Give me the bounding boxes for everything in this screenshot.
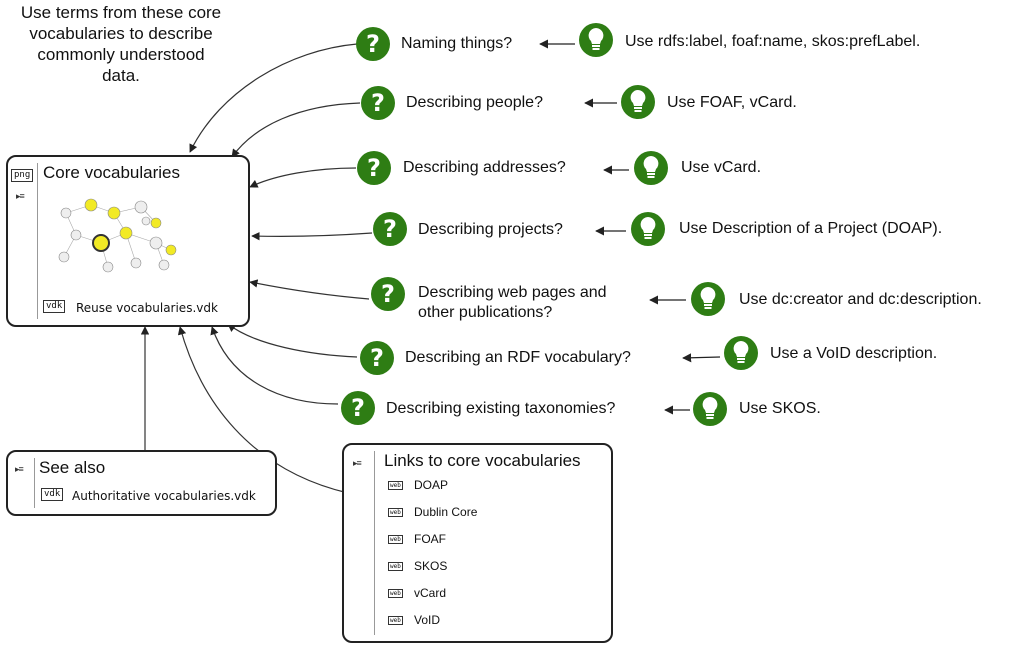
divider [37, 163, 38, 319]
web-link-icon: web [388, 481, 403, 490]
core-vocabularies-box[interactable]: png ▸≡ Core vocabularies vdk Reuse vocab… [6, 155, 250, 327]
lightbulb-icon [693, 392, 727, 426]
expand-toggle-icon[interactable]: ▸≡ [353, 458, 362, 468]
file-link-reuse-vocabularies[interactable]: Reuse vocabularies.vdk [76, 301, 218, 315]
svg-text:?: ? [381, 280, 395, 308]
box-title: Core vocabularies [43, 163, 181, 182]
connector-naming [189, 43, 358, 153]
answer-describing-addresses: Use vCard. [681, 159, 762, 176]
connector-rdf [227, 323, 358, 358]
question-line: Describing addresses? [403, 159, 566, 176]
link-label: DOAP [414, 478, 449, 492]
answer-naming-things: Use rdfs:label, foaf:name, skos:prefLabe… [625, 33, 921, 50]
png-tag: png [11, 169, 34, 182]
arrow-rdf [682, 353, 721, 363]
lightbulb-icon [631, 212, 665, 246]
answer-describing-projects: Use Description of a Project (DOAP). [679, 220, 943, 237]
divider [374, 451, 375, 635]
intro-line: commonly understood [37, 45, 205, 64]
intro-line: vocabularies to describe [29, 24, 213, 43]
connector-webpages [249, 279, 370, 300]
lightbulb-icon [634, 151, 668, 185]
connector-addresses [249, 167, 357, 188]
connector-people [231, 102, 361, 158]
question-mark-icon: ? [371, 277, 405, 311]
question-line: Describing people? [406, 94, 543, 111]
box-title: See also [39, 458, 106, 477]
intro-line: Use terms from these core [20, 3, 222, 22]
divider [34, 458, 35, 508]
question-describing-rdf-vocabulary: Describing an RDF vocabulary? [405, 348, 631, 368]
connector-projects [251, 231, 373, 241]
link-label: SKOS [414, 559, 448, 573]
svg-text:?: ? [371, 89, 385, 117]
question-describing-people: Describing people? [406, 93, 543, 113]
web-link-icon: web [388, 589, 403, 598]
svg-text:?: ? [370, 344, 384, 372]
connector-links-box [177, 326, 349, 494]
question-describing-taxonomies: Describing existing taxonomies? [386, 399, 615, 419]
question-line: Naming things? [401, 35, 513, 52]
question-line: Describing projects? [418, 221, 563, 238]
svg-text:?: ? [351, 394, 365, 422]
question-mark-icon: ? [357, 151, 391, 185]
links-box[interactable]: ▸≡ Links to core vocabularies web DOAP w… [342, 443, 613, 643]
answer-describing-taxonomies: Use SKOS. [739, 400, 821, 417]
link-label: VoID [414, 613, 441, 627]
expand-toggle-icon[interactable]: ▸≡ [16, 191, 25, 201]
question-describing-addresses: Describing addresses? [403, 158, 566, 178]
question-line: other publications? [418, 304, 553, 321]
question-describing-projects: Describing projects? [418, 220, 563, 240]
answer-describing-people: Use FOAF, vCard. [667, 94, 797, 111]
expand-toggle-icon[interactable]: ▸≡ [15, 464, 24, 474]
box-title: Links to core vocabularies [384, 451, 581, 470]
lightbulb-icon [579, 23, 613, 57]
file-link-authoritative-vocabularies[interactable]: Authoritative vocabularies.vdk [72, 489, 256, 503]
lightbulb-icon [691, 282, 725, 316]
link-label: Dublin Core [414, 505, 478, 519]
question-mark-icon: ? [341, 391, 375, 425]
lightbulb-icon [621, 85, 655, 119]
web-link-icon: web [388, 508, 403, 517]
answer-describing-rdf-vocabulary: Use a VoID description. [770, 345, 938, 362]
question-line: Describing an RDF vocabulary? [405, 349, 631, 366]
vocabulary-graph-thumbnail [58, 198, 177, 273]
web-link-icon: web [388, 616, 403, 625]
question-naming-things: Naming things? [401, 34, 512, 54]
svg-text:?: ? [367, 154, 381, 182]
link-label: vCard [414, 586, 447, 600]
question-mark-icon: ? [361, 86, 395, 120]
question-line: Describing existing taxonomies? [386, 400, 616, 417]
svg-text:?: ? [366, 30, 380, 58]
link-label: FOAF [414, 532, 446, 546]
question-mark-icon: ? [360, 341, 394, 375]
question-describing-web-pages: Describing web pages and other publicati… [418, 283, 607, 323]
question-mark-icon: ? [356, 27, 390, 61]
intro-text: Use terms from these core vocabularies t… [2, 2, 240, 86]
web-link-icon: web [388, 562, 403, 571]
answer-describing-web-pages: Use dc:creator and dc:description. [739, 291, 982, 308]
svg-text:?: ? [383, 215, 397, 243]
see-also-box[interactable]: ▸≡ See also vdk Authoritative vocabulari… [6, 450, 277, 516]
vdk-tag: vdk [43, 300, 66, 313]
question-line: Describing web pages and [418, 284, 607, 301]
connector-taxonomies [210, 326, 339, 405]
vdk-tag: vdk [41, 488, 64, 501]
web-link-icon: web [388, 535, 403, 544]
question-mark-icon: ? [373, 212, 407, 246]
lightbulb-icon [724, 336, 758, 370]
intro-line: data. [102, 66, 140, 85]
